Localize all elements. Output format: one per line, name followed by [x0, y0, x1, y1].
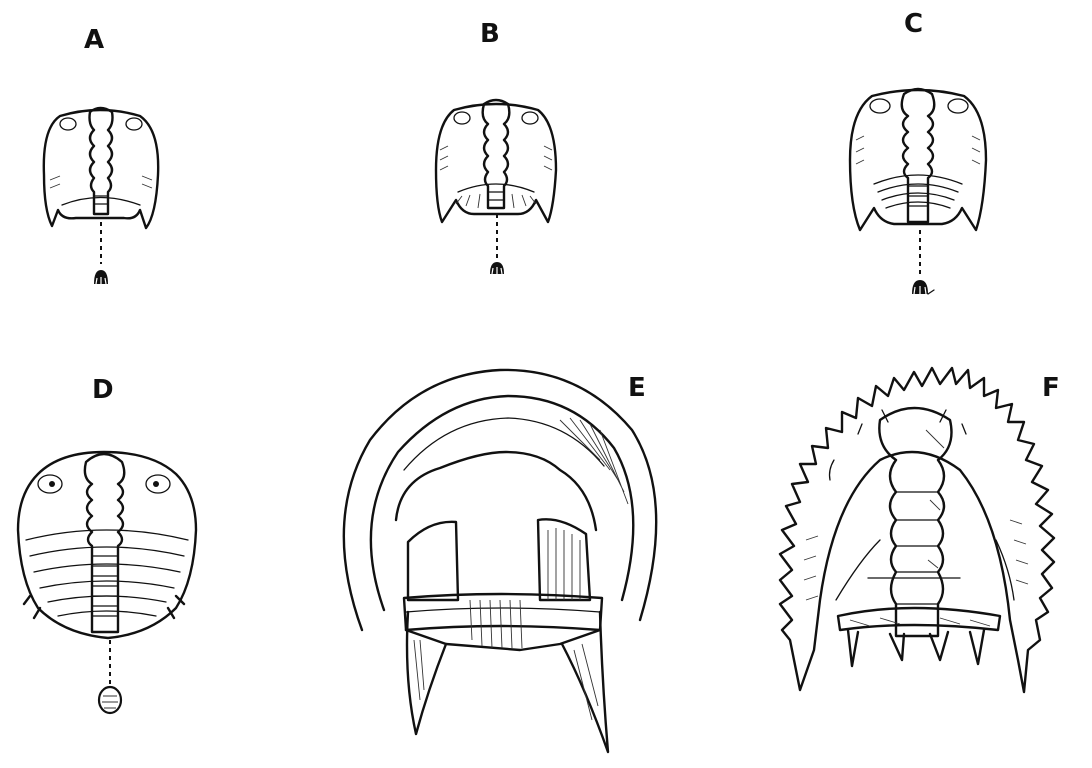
natural-size-c: [912, 280, 935, 295]
figure-d: D: [16, 375, 198, 715]
figure-f: F: [778, 366, 1060, 694]
figure-b: B: [434, 19, 558, 275]
label-f: F: [1042, 373, 1060, 403]
specimen-f: [778, 366, 1056, 694]
label-d: D: [92, 375, 114, 405]
specimen-b: [434, 98, 558, 224]
label-e: E: [628, 373, 646, 403]
figure-c: C: [848, 9, 988, 295]
label-c: C: [904, 9, 923, 39]
natural-size-a: [94, 270, 108, 285]
natural-size-b: [490, 262, 504, 275]
specimen-c: [848, 87, 988, 232]
specimen-a: [42, 106, 160, 230]
label-a: A: [84, 25, 104, 55]
natural-size-d: [97, 685, 123, 715]
specimen-d: [16, 450, 198, 640]
specimen-e: [342, 368, 658, 754]
figure-a: A: [42, 25, 160, 285]
label-b: B: [480, 19, 500, 49]
figure-e: E: [342, 368, 658, 754]
